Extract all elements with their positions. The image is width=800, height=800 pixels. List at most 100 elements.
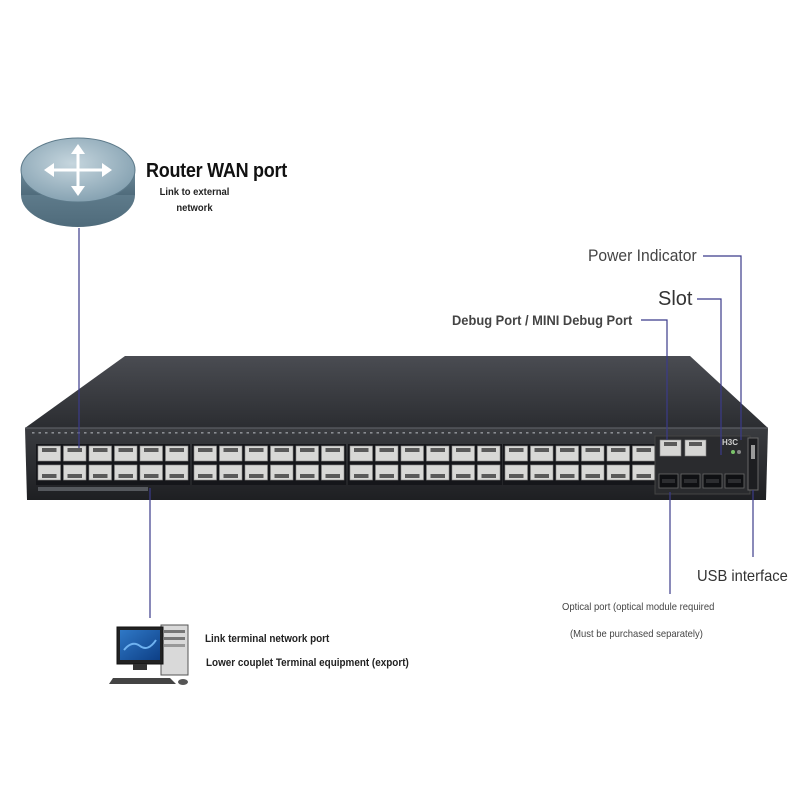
vent-slot — [71, 432, 74, 434]
vent-slot — [344, 432, 347, 434]
rj45-port-latch — [379, 474, 394, 478]
vent-slot — [233, 432, 236, 434]
vent-slot — [350, 432, 353, 434]
router-wan-port-label: Router WAN port — [146, 160, 287, 182]
vent-slot — [110, 432, 113, 434]
router-subtitle: Link to external network — [154, 184, 235, 216]
vent-slot — [643, 432, 646, 434]
vent-slot — [591, 432, 594, 434]
vent-slot — [539, 432, 542, 434]
rj45-port-latch — [534, 448, 549, 452]
vent-slot — [435, 432, 438, 434]
vent-slot — [292, 432, 295, 434]
vent-slot — [214, 432, 217, 434]
vent-slot — [207, 432, 210, 434]
vent-slot — [181, 432, 184, 434]
rj45-port-latch — [456, 474, 471, 478]
vent-slot — [168, 432, 171, 434]
vent-slot — [370, 432, 373, 434]
vent-slot — [565, 432, 568, 434]
vent-slot — [493, 432, 496, 434]
rj45-port-latch — [118, 474, 133, 478]
rj45-port-latch — [144, 448, 159, 452]
vent-slot — [298, 432, 301, 434]
rj45-port-latch — [118, 448, 133, 452]
rj45-port-latch — [405, 474, 420, 478]
vent-slot — [266, 432, 269, 434]
vent-slot — [357, 432, 360, 434]
vent-slot — [558, 432, 561, 434]
rj45-port-latch — [379, 448, 394, 452]
rj45-port-latch — [509, 474, 524, 478]
vent-slot — [220, 432, 223, 434]
rj45-port-latch — [67, 448, 82, 452]
rj45-port-latch — [636, 448, 651, 452]
rj45-port-latch — [249, 448, 264, 452]
vent-slot — [188, 432, 191, 434]
router-subtitle-line1: Link to external — [159, 186, 230, 198]
rj45-port-latch — [42, 474, 57, 478]
vent-slot — [305, 432, 308, 434]
console-port-latch — [664, 442, 677, 446]
vent-slot — [142, 432, 145, 434]
leader-lines — [78, 228, 754, 618]
vent-slot — [259, 432, 262, 434]
rj45-port-latch — [611, 474, 626, 478]
vent-slot — [285, 432, 288, 434]
vent-slot — [584, 432, 587, 434]
sfp-port-cage — [684, 479, 697, 483]
rj45-port-latch — [560, 474, 575, 478]
rj45-port-latch — [67, 474, 82, 478]
vent-slot — [363, 432, 366, 434]
port-group — [503, 444, 657, 485]
usb-interface-label: USB interface — [697, 568, 788, 585]
rj45-port-latch — [325, 448, 340, 452]
vent-slot — [45, 432, 48, 434]
rj45-port-latch — [169, 474, 184, 478]
port-group — [192, 444, 346, 485]
vent-slot — [32, 432, 35, 434]
vent-slot — [448, 432, 451, 434]
console-port-latch — [689, 442, 702, 446]
vent-slot — [201, 432, 204, 434]
vent-slot — [630, 432, 633, 434]
debug-leader-line — [641, 319, 668, 440]
vent-slot — [318, 432, 321, 434]
port-group — [36, 444, 190, 485]
power-indicator-label: Power Indicator — [588, 246, 697, 265]
vent-slot — [149, 432, 152, 434]
terminal-port-label: Link terminal network port — [205, 633, 330, 645]
vent-slot — [610, 432, 613, 434]
rj45-port-latch — [354, 448, 369, 452]
rj45-port-latch — [93, 448, 108, 452]
rj45-port-latch — [585, 474, 600, 478]
rj45-port-latch — [456, 448, 471, 452]
vent-slot — [526, 432, 529, 434]
vent-slot — [545, 432, 548, 434]
vent-slot — [415, 432, 418, 434]
vent-slot — [487, 432, 490, 434]
rj45-port-latch — [198, 448, 213, 452]
router-icon — [20, 137, 136, 227]
vent-slot — [532, 432, 535, 434]
rj45-port-latch — [93, 474, 108, 478]
vent-slot — [253, 432, 256, 434]
vent-slot — [513, 432, 516, 434]
vent-slot — [331, 432, 334, 434]
vent-slot — [461, 432, 464, 434]
computer-icon — [109, 624, 189, 685]
rj45-port-latch — [274, 474, 289, 478]
vent-slot — [376, 432, 379, 434]
vent-slot — [58, 432, 61, 434]
debug-port-label: Debug Port / MINI Debug Port — [452, 312, 633, 328]
vent-slot — [97, 432, 100, 434]
vent-slot — [272, 432, 275, 434]
optical-port-label: Optical port (optical module required — [562, 601, 715, 613]
rj45-port-latch — [300, 448, 315, 452]
vent-slot — [279, 432, 282, 434]
rj45-port-latch — [325, 474, 340, 478]
vent-slot — [519, 432, 522, 434]
rj45-port-latch — [585, 448, 600, 452]
rj45-port-latch — [560, 448, 575, 452]
